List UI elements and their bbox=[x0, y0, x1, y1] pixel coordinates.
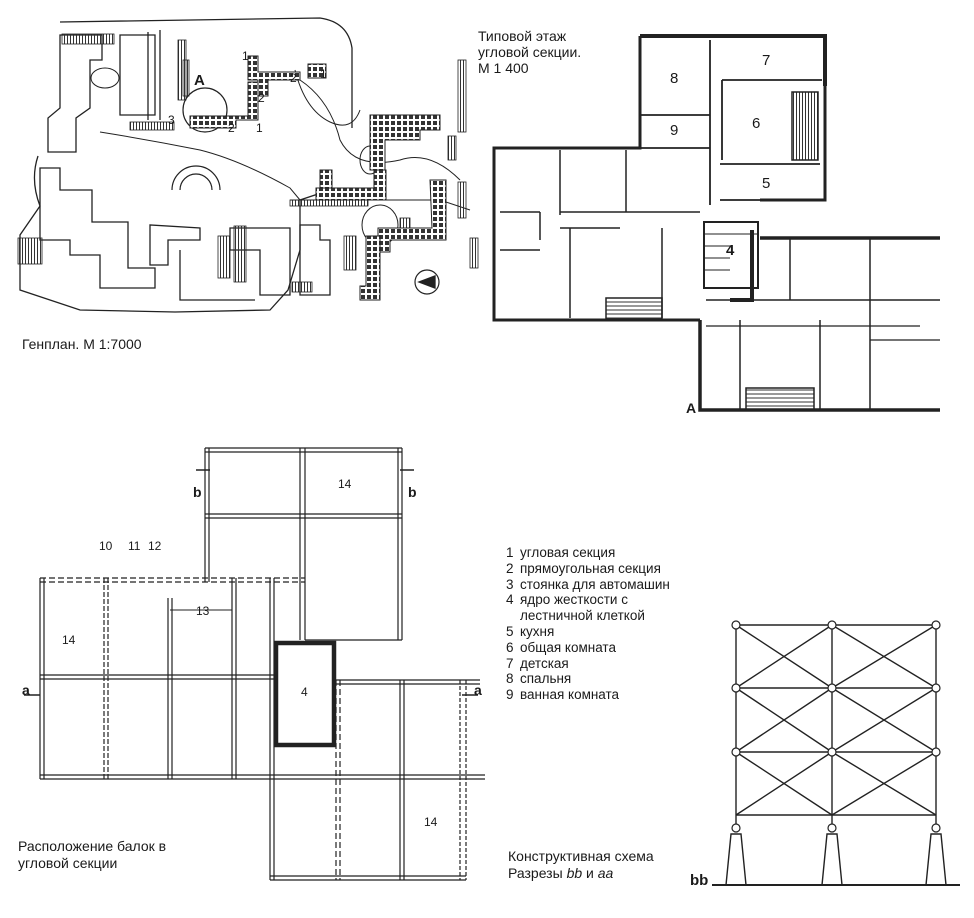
structure-caption-prefix: Разрезы bbox=[508, 865, 563, 881]
beam-label: 11 bbox=[128, 539, 141, 553]
legend-item: 2 прямоугольная секция bbox=[506, 561, 670, 577]
legend-item: 7 детская bbox=[506, 656, 670, 672]
beam-plan-caption-line: Расположение балок в bbox=[18, 838, 167, 854]
legend-text: спальня bbox=[520, 671, 572, 687]
room-number: 7 bbox=[762, 52, 771, 69]
site-label: 1 bbox=[320, 67, 327, 81]
legend-text: лестничной клеткой bbox=[520, 608, 645, 624]
legend-item: 4 ядро жесткости с bbox=[506, 592, 670, 608]
legend-number: 6 bbox=[506, 639, 514, 655]
beam-plan bbox=[24, 447, 485, 881]
floor-plan bbox=[492, 34, 940, 412]
structure-caption-line: Конструктивная схема bbox=[508, 848, 654, 864]
structure-caption-bb: bb bbox=[566, 865, 583, 881]
legend-number: 9 bbox=[506, 687, 514, 703]
site-plan bbox=[19, 17, 471, 313]
structure-caption-aa: aa bbox=[597, 865, 614, 881]
floor-plan-caption-line: М 1 400 bbox=[478, 60, 529, 76]
structure-caption-line: Разрезы bb и aa bbox=[508, 865, 654, 882]
legend-item: лестничной клеткой bbox=[506, 608, 670, 624]
beam-label: 12 bbox=[148, 539, 162, 553]
structure-caption-and: и bbox=[586, 865, 594, 881]
structural-frame bbox=[712, 620, 960, 886]
legend-item: 3 стоянка для автомашин bbox=[506, 577, 670, 593]
section-mark-b: b bbox=[193, 484, 202, 500]
legend-text: ванная комната bbox=[520, 687, 620, 703]
legend-item: 6 общая комната bbox=[506, 640, 670, 656]
structure-caption: Конструктивная схема Разрезы bb и aa bbox=[508, 848, 654, 882]
floor-marker-a: A bbox=[686, 400, 697, 416]
beam-label: 14 bbox=[62, 633, 76, 647]
beam-label: 14 bbox=[338, 477, 352, 491]
legend-text: стоянка для автомашин bbox=[520, 576, 670, 592]
section-mark-a: a bbox=[22, 682, 30, 698]
site-marker-a: A bbox=[194, 72, 205, 89]
site-label: 1 bbox=[242, 49, 249, 63]
legend-text: детская bbox=[520, 655, 569, 671]
legend-item: 8 спальня bbox=[506, 671, 670, 687]
beam-plan-caption-line: угловой секции bbox=[18, 855, 118, 871]
site-label: 3 bbox=[168, 113, 175, 127]
legend-text: общая комната bbox=[520, 639, 616, 655]
legend-number: 5 bbox=[506, 623, 514, 639]
legend-text: ядро жесткости с bbox=[520, 592, 628, 608]
site-plan-caption: Генплан. М 1:7000 bbox=[22, 336, 142, 352]
room-number: 5 bbox=[762, 175, 771, 192]
legend-number: 7 bbox=[506, 655, 514, 671]
structure-label: bb bbox=[690, 872, 709, 889]
site-label: 2 bbox=[258, 91, 265, 105]
site-label: 1 bbox=[256, 121, 263, 135]
legend-number: 8 bbox=[506, 671, 514, 687]
beam-label: 10 bbox=[99, 539, 113, 553]
beam-label: 13 bbox=[196, 604, 210, 618]
legend-number: 1 bbox=[506, 545, 514, 560]
beam-plan-caption: Расположение балок в угловой секции bbox=[18, 838, 166, 872]
legend-item: 1 угловая секция bbox=[506, 545, 670, 561]
floor-plan-caption: Типовой этаж угловой секции. М 1 400 bbox=[478, 28, 581, 76]
parking-lots bbox=[17, 33, 479, 293]
legend-text: кухня bbox=[520, 623, 555, 639]
section-mark-b: b bbox=[408, 484, 417, 500]
room-number: 6 bbox=[752, 115, 761, 132]
legend-number: 2 bbox=[506, 560, 514, 576]
site-label: 2 bbox=[290, 71, 297, 85]
room-number: 9 bbox=[670, 122, 679, 139]
legend-text: угловая секция bbox=[520, 545, 616, 560]
core-label: 4 bbox=[301, 685, 308, 699]
beam-label: 14 bbox=[424, 815, 438, 829]
site-label: 2 bbox=[228, 121, 235, 135]
legend-item: 9 ванная комната bbox=[506, 687, 670, 703]
buildings bbox=[189, 55, 447, 301]
floor-plan-caption-line: Типовой этаж bbox=[478, 28, 567, 44]
legend-number: 3 bbox=[506, 576, 514, 592]
legend-number: 4 bbox=[506, 592, 514, 608]
legend-item: 5 кухня bbox=[506, 624, 670, 640]
room-number: 8 bbox=[670, 70, 679, 87]
room-number: 4 bbox=[726, 242, 735, 259]
section-mark-a: a bbox=[474, 682, 482, 698]
floor-plan-caption-line: угловой секции. bbox=[478, 44, 582, 60]
legend-text: прямоугольная секция bbox=[520, 560, 661, 576]
